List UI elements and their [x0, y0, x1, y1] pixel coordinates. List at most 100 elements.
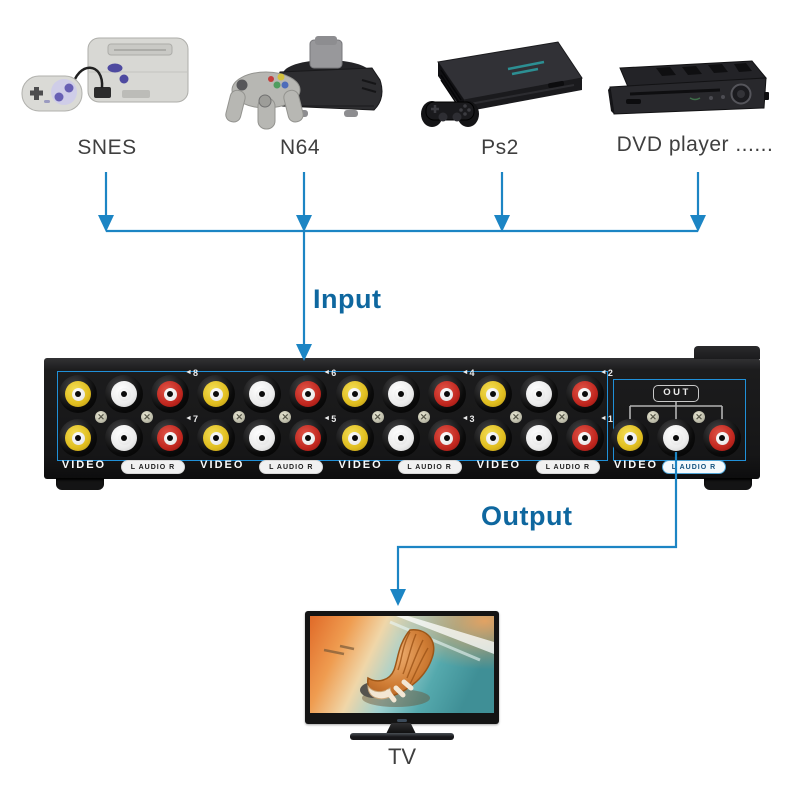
port-label-video: VIDEO — [61, 459, 107, 471]
jack-core — [578, 431, 592, 445]
jack-ring — [65, 381, 91, 407]
jack-hole — [213, 391, 220, 397]
ps2-console-image — [421, 41, 583, 127]
jack-ring — [571, 425, 598, 451]
output-label: Output — [481, 501, 573, 531]
jack-ring — [433, 425, 460, 451]
rca-jack-yellow-input-6 — [197, 375, 236, 413]
jack-hole — [719, 435, 725, 441]
jack-ring — [617, 425, 643, 451]
rca-jack-red-output — [703, 419, 741, 457]
jack-ring — [387, 425, 414, 451]
screw-icon: ✕ — [693, 411, 705, 423]
jack-core — [394, 431, 408, 445]
jack-ring — [295, 381, 322, 407]
jack-hole — [397, 435, 404, 441]
jack-hole — [489, 391, 496, 397]
channel-number: 4 — [469, 367, 475, 378]
jack-core — [532, 431, 546, 445]
port-label-audio: L AUDIO R — [121, 460, 185, 474]
device-label-n64: N64 — [279, 136, 321, 159]
rca-jack-yellow-input-5 — [197, 419, 236, 457]
jack-hole — [167, 391, 173, 397]
dvd-player-image — [608, 60, 769, 115]
jack-hole — [213, 435, 220, 441]
rca-jack-yellow-input-8 — [59, 375, 97, 413]
rca-jack-yellow-input-3 — [335, 419, 374, 457]
jack-core — [348, 387, 362, 401]
jack-hole — [535, 435, 542, 441]
channel-marker-7: ◄7 — [185, 413, 198, 424]
jack-ring — [65, 425, 91, 451]
screw-icon: ✕ — [141, 411, 153, 423]
jack-ring — [203, 381, 230, 407]
rca-jack-yellow-input-2 — [473, 375, 512, 413]
jack-core — [440, 387, 454, 401]
jack-ring — [433, 381, 460, 407]
tv-stand-base — [350, 733, 454, 740]
rca-jack-white-input-4 — [381, 375, 420, 413]
port-label-video: VIDEO — [338, 459, 383, 471]
input-section-outline — [57, 371, 608, 461]
jack-core — [163, 431, 177, 445]
jack-hole — [167, 435, 173, 441]
jack-ring — [479, 381, 506, 407]
jack-hole — [259, 391, 266, 397]
port-label-audio: L AUDIO R — [662, 460, 726, 474]
jack-hole — [673, 435, 679, 441]
screw-icon: ✕ — [417, 411, 430, 423]
rca-jack-white-input-3 — [381, 419, 420, 457]
n64-controller — [225, 71, 304, 130]
rca-jack-white-output — [657, 419, 695, 457]
jack-core — [348, 431, 362, 445]
jack-core — [486, 387, 500, 401]
jack-core — [669, 431, 683, 445]
jack-ring — [203, 425, 230, 451]
beach-shell-picture — [310, 616, 494, 713]
rca-jack-white-input-2 — [519, 375, 558, 413]
n64-console — [276, 36, 383, 117]
jack-ring — [709, 425, 735, 451]
rca-jack-red-input-7 — [151, 419, 189, 457]
device-label-ps2: Ps2 — [481, 136, 519, 159]
port-label-audio: L AUDIO R — [397, 460, 462, 474]
rca-jack-white-input-8 — [105, 375, 143, 413]
rca-jack-yellow-input-4 — [335, 375, 374, 413]
jack-hole — [305, 435, 312, 441]
jack-ring — [111, 425, 137, 451]
rca-jack-red-input-6 — [289, 375, 328, 413]
jack-ring — [295, 425, 322, 451]
channel-number: 2 — [607, 367, 613, 378]
screw-icon: ✕ — [647, 411, 659, 423]
tv-screen — [310, 616, 494, 713]
arrowhead-n64 — [296, 215, 312, 232]
chassis-foot-left — [56, 478, 104, 490]
jack-hole — [443, 435, 450, 441]
port-label-audio: L AUDIO R — [535, 460, 600, 474]
jack-ring — [525, 425, 552, 451]
jack-ring — [525, 381, 552, 407]
channel-number: 7 — [192, 413, 198, 424]
jack-ring — [479, 425, 506, 451]
rca-jack-red-input-8 — [151, 375, 189, 413]
jack-core — [440, 431, 454, 445]
rca-jack-red-input-3 — [427, 419, 466, 457]
jack-hole — [121, 435, 127, 441]
jack-hole — [443, 391, 450, 397]
rca-jack-yellow-input-7 — [59, 419, 97, 457]
rca-jack-yellow-output — [611, 419, 649, 457]
channel-number: 6 — [331, 367, 337, 378]
rca-jack-white-input-6 — [243, 375, 282, 413]
channel-arrow-icon: ◄ — [185, 369, 192, 376]
port-label-video: VIDEO — [613, 459, 659, 471]
arrowhead-output — [390, 589, 406, 606]
channel-arrow-icon: ◄ — [599, 415, 607, 422]
jack-core — [163, 387, 177, 401]
jack-hole — [535, 391, 542, 397]
jack-ring — [341, 381, 368, 407]
jack-hole — [121, 391, 127, 397]
jack-ring — [387, 381, 414, 407]
rca-jack-white-input-7 — [105, 419, 143, 457]
